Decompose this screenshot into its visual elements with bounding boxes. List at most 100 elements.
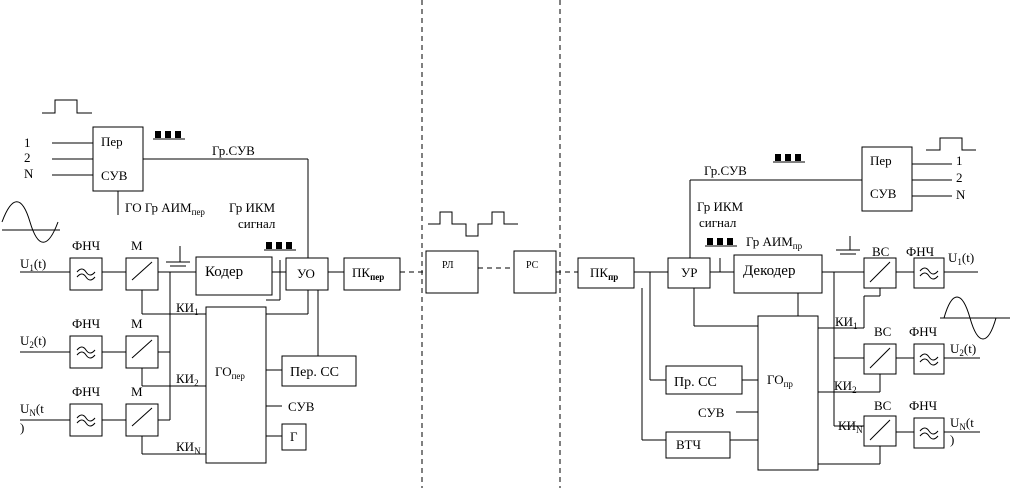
svg-text:СУВ: СУВ (101, 168, 128, 183)
rx-lpf-1: ФНЧ (906, 244, 945, 289)
rx-selector-2: ВС (863, 324, 897, 375)
rx-packet-icon (773, 154, 805, 163)
tx-lpf-2: ФНЧ (69, 316, 103, 369)
tx-modulator-1: М (125, 238, 159, 291)
tx-signalling-transmitter: Пер СУВ (92, 126, 144, 192)
tx-input-un: UN(t ) (20, 401, 44, 435)
switch-icon (869, 347, 891, 369)
link-regenerator: РЛ (425, 250, 479, 294)
switch-icon (869, 419, 891, 441)
svg-text:Пер: Пер (870, 153, 892, 168)
rx-gr-aim-label: Гр АИМпр (746, 234, 803, 251)
svg-text:СУВ: СУВ (870, 186, 897, 201)
svg-text:УР: УР (681, 265, 697, 280)
svg-text:ФНЧ: ФНЧ (72, 238, 101, 253)
link-station: РС (513, 250, 557, 294)
tx-gr-suv-label: Гр.СУВ (212, 143, 255, 158)
rx-gr-suv-label: Гр.СУВ (704, 163, 747, 178)
tx-channel-number: 2 (24, 150, 31, 165)
lowpass-filter-icon (919, 353, 939, 366)
svg-text:Пер. СС: Пер. СС (290, 365, 339, 380)
rx-decoder: Декодер (733, 254, 823, 294)
lowpass-filter-icon (76, 414, 96, 427)
tx-ki-2: КИ2 (176, 371, 199, 388)
svg-text:ФНЧ: ФНЧ (72, 384, 101, 399)
svg-text:ПКпер: ПКпер (352, 265, 384, 282)
rx-channel-number: N (956, 187, 966, 202)
tx-sine-waveform (1, 201, 59, 243)
svg-text:РС: РС (526, 260, 539, 271)
tx-ground-symbol (166, 246, 190, 267)
rx-ki-2: КИ2 (834, 378, 857, 395)
svg-text:ГОпр: ГОпр (767, 372, 793, 389)
lowpass-filter-icon (919, 427, 939, 440)
lowpass-filter-icon (76, 346, 96, 359)
rx-packet-icon (705, 238, 737, 247)
tx-generator: Г (281, 423, 307, 451)
svg-text:): ) (950, 432, 954, 447)
tx-output-device: УО (285, 257, 329, 291)
rx-sync-receiver: Пр. СС (665, 365, 743, 395)
tx-pulse-waveform (42, 99, 92, 114)
rx-ground-symbol (836, 236, 860, 255)
svg-text:РЛ: РЛ (442, 260, 454, 271)
tx-input-u2: U2(t) (20, 333, 46, 350)
rx-line-decoder: ПКпр (577, 257, 635, 289)
svg-text:Г: Г (290, 429, 298, 444)
rx-ki-1: КИ1 (835, 314, 858, 331)
tx-clock-generator: ГОпер (205, 306, 267, 464)
rx-signalling-receiver: Пер СУВ (861, 146, 913, 212)
svg-text:ВС: ВС (874, 324, 891, 339)
rx-output-u1: U1(t) (948, 250, 974, 267)
rx-signal-word: сигнал (699, 215, 737, 230)
tx-coder: Кодер (195, 256, 273, 296)
rx-pulse-waveform (926, 137, 976, 151)
tx-lpf-n: ФНЧ (69, 384, 103, 437)
rx-gr-ikm-label: Гр ИКМ (697, 199, 744, 214)
tx-go-gr-aim-label: ГО Гр АИМпер (125, 200, 205, 217)
svg-text:ФНЧ: ФНЧ (72, 316, 101, 331)
svg-text:ВТЧ: ВТЧ (676, 437, 701, 452)
tx-ki-n: КИN (176, 439, 201, 456)
switch-icon (131, 339, 153, 359)
svg-text:): ) (20, 420, 24, 435)
rx-channel-number: 2 (956, 170, 963, 185)
rx-output-un: UN(t ) (950, 415, 974, 447)
tx-modulator-2: М (125, 316, 159, 369)
rx-clock-generator: ГОпр (757, 315, 819, 471)
svg-text:ВС: ВС (872, 244, 889, 259)
tx-sync-transmitter: Пер. СС (281, 355, 357, 387)
svg-text:ФНЧ: ФНЧ (906, 244, 935, 259)
switch-icon (131, 261, 153, 281)
tx-packet-icon (153, 131, 185, 140)
rx-lpf-n: ФНЧ (909, 398, 945, 449)
svg-text:ФНЧ: ФНЧ (909, 398, 938, 413)
tx-ki-1: КИ1 (176, 300, 199, 317)
tx-gr-ikm-label: Гр ИКМ (229, 200, 276, 215)
tx-lpf-1: ФНЧ (69, 238, 103, 291)
svg-text:ВС: ВС (874, 398, 891, 413)
lowpass-filter-icon (919, 267, 939, 280)
rx-selector-1: ВС (863, 244, 897, 289)
tx-packet-icon (264, 242, 296, 251)
svg-text:М: М (131, 316, 143, 331)
svg-text:UN(t: UN(t (950, 415, 974, 432)
tx-channel-number: N (24, 166, 34, 181)
rx-channel-number: 1 (956, 153, 963, 168)
svg-text:ФНЧ: ФНЧ (909, 324, 938, 339)
link-waveform (428, 211, 518, 237)
rx-selector-n: ВС (863, 398, 897, 447)
svg-text:U2(t): U2(t) (20, 333, 46, 350)
svg-text:UN(t: UN(t (20, 401, 44, 418)
tx-modulator-n: М (125, 384, 159, 437)
svg-text:ГОпер: ГОпер (215, 364, 245, 381)
svg-text:Пр. СС: Пр. СС (674, 375, 717, 390)
rx-suv-label: СУВ (698, 405, 725, 420)
svg-text:Декодер: Декодер (743, 263, 795, 279)
svg-text:М: М (131, 238, 143, 253)
svg-text:ПКпр: ПКпр (590, 265, 618, 282)
tx-signal-word: сигнал (238, 216, 276, 231)
rx-lpf-2: ФНЧ (909, 324, 945, 375)
svg-text:М: М (131, 384, 143, 399)
